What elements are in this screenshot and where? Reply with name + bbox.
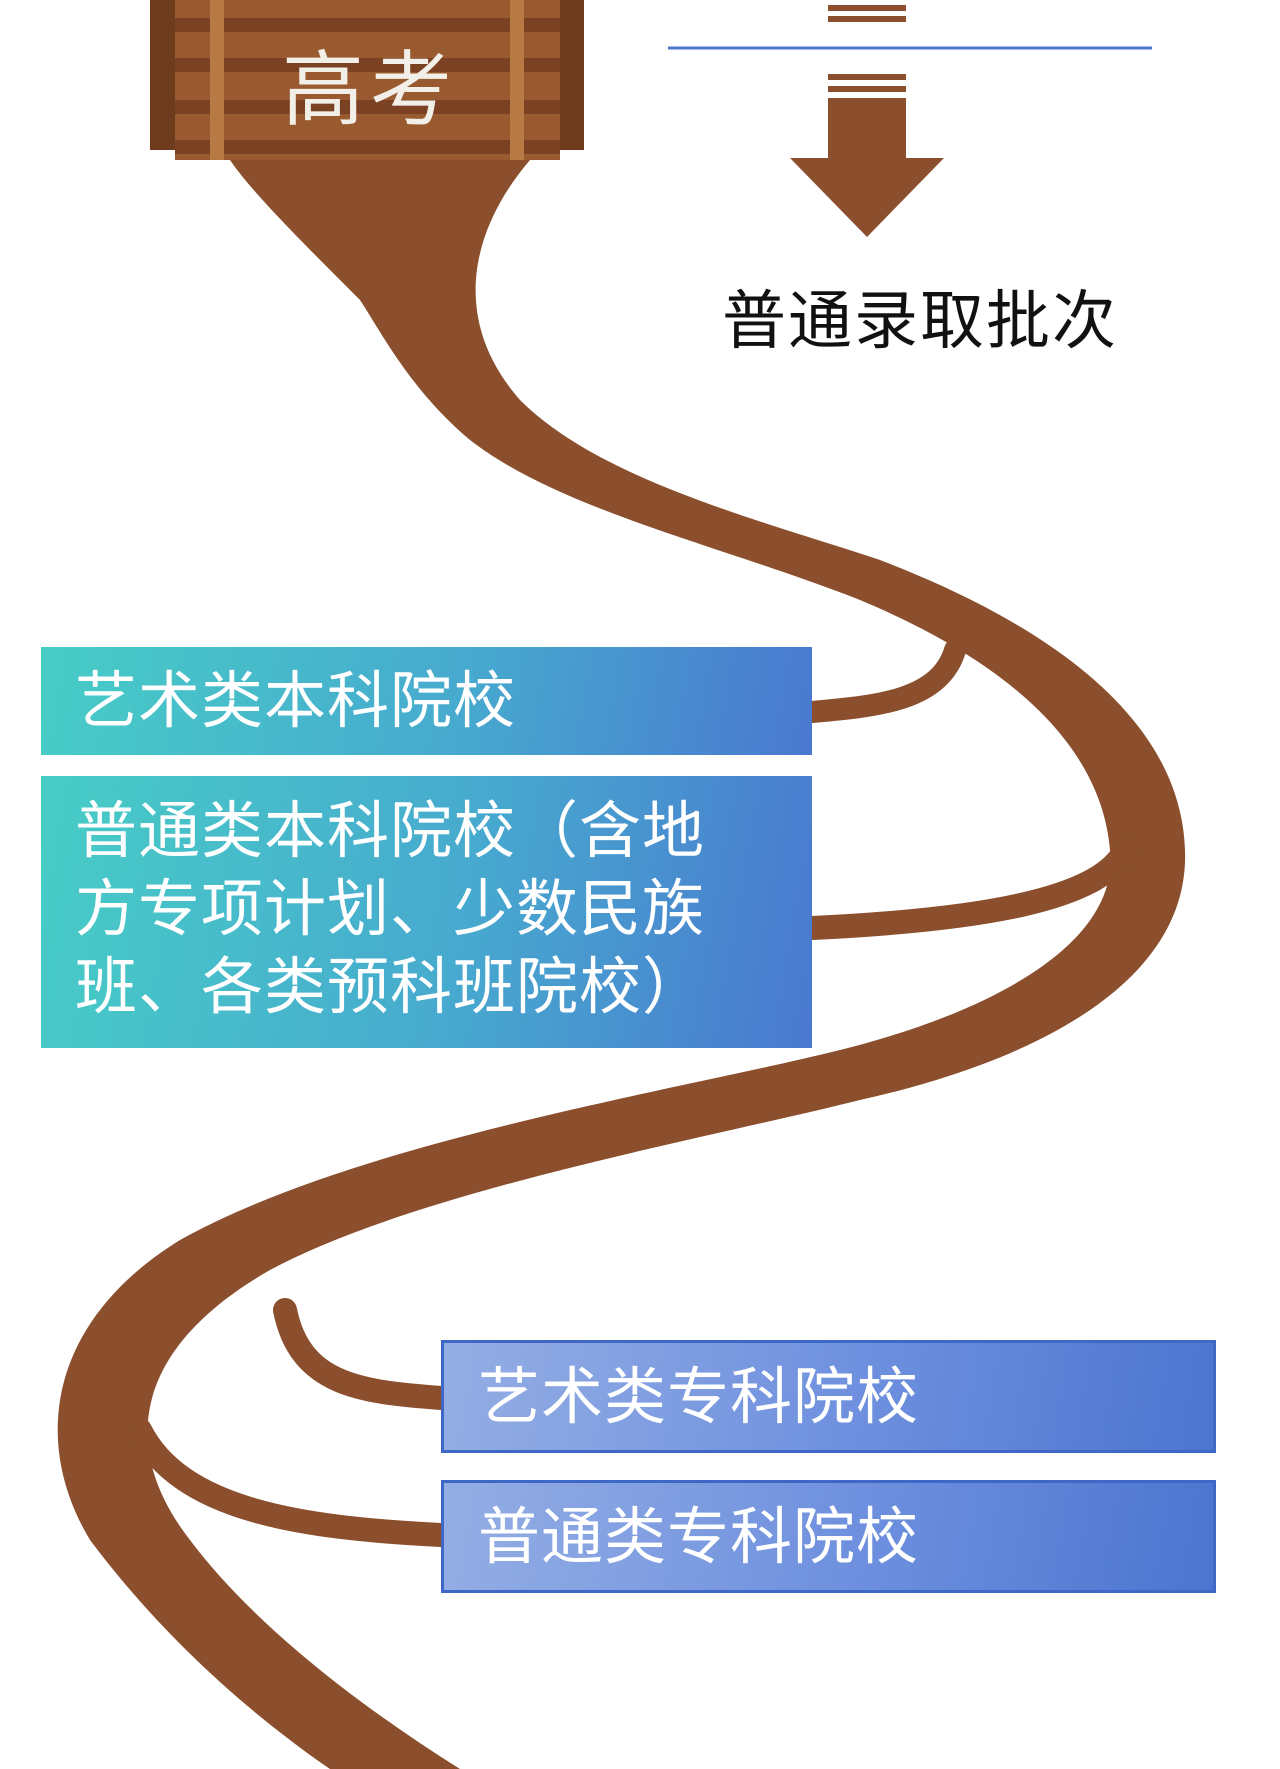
branch-art-undergraduate <box>801 639 966 723</box>
batch-title: 普通录取批次 <box>722 285 1118 359</box>
art-junior-college-label: 艺术类专科院校 <box>478 1359 920 1433</box>
branch-general-undergraduate <box>800 838 1137 940</box>
gaokao-label: 高考 <box>282 43 458 138</box>
branch-general-junior <box>128 1418 453 1547</box>
art-undergraduate-label: 艺术类本科院校 <box>75 664 517 737</box>
art-undergraduate-box: 艺术类本科院校 <box>41 647 812 755</box>
general-undergraduate-label: 普通类本科院校（含地方专项计划、少数民族班、各类预科班院校） <box>75 794 706 1023</box>
general-junior-college-box: 普通类专科院校 <box>441 1480 1216 1593</box>
down-arrow-icon <box>790 5 944 237</box>
branch-art-junior <box>273 1298 453 1410</box>
art-junior-college-box: 艺术类专科院校 <box>441 1340 1216 1453</box>
gaokao-gate-icon: 高考 <box>150 0 584 160</box>
general-undergraduate-box: 普通类本科院校（含地方专项计划、少数民族班、各类预科班院校） <box>41 776 812 1048</box>
general-junior-college-label: 普通类专科院校 <box>478 1499 920 1573</box>
main-road <box>57 160 1186 1769</box>
